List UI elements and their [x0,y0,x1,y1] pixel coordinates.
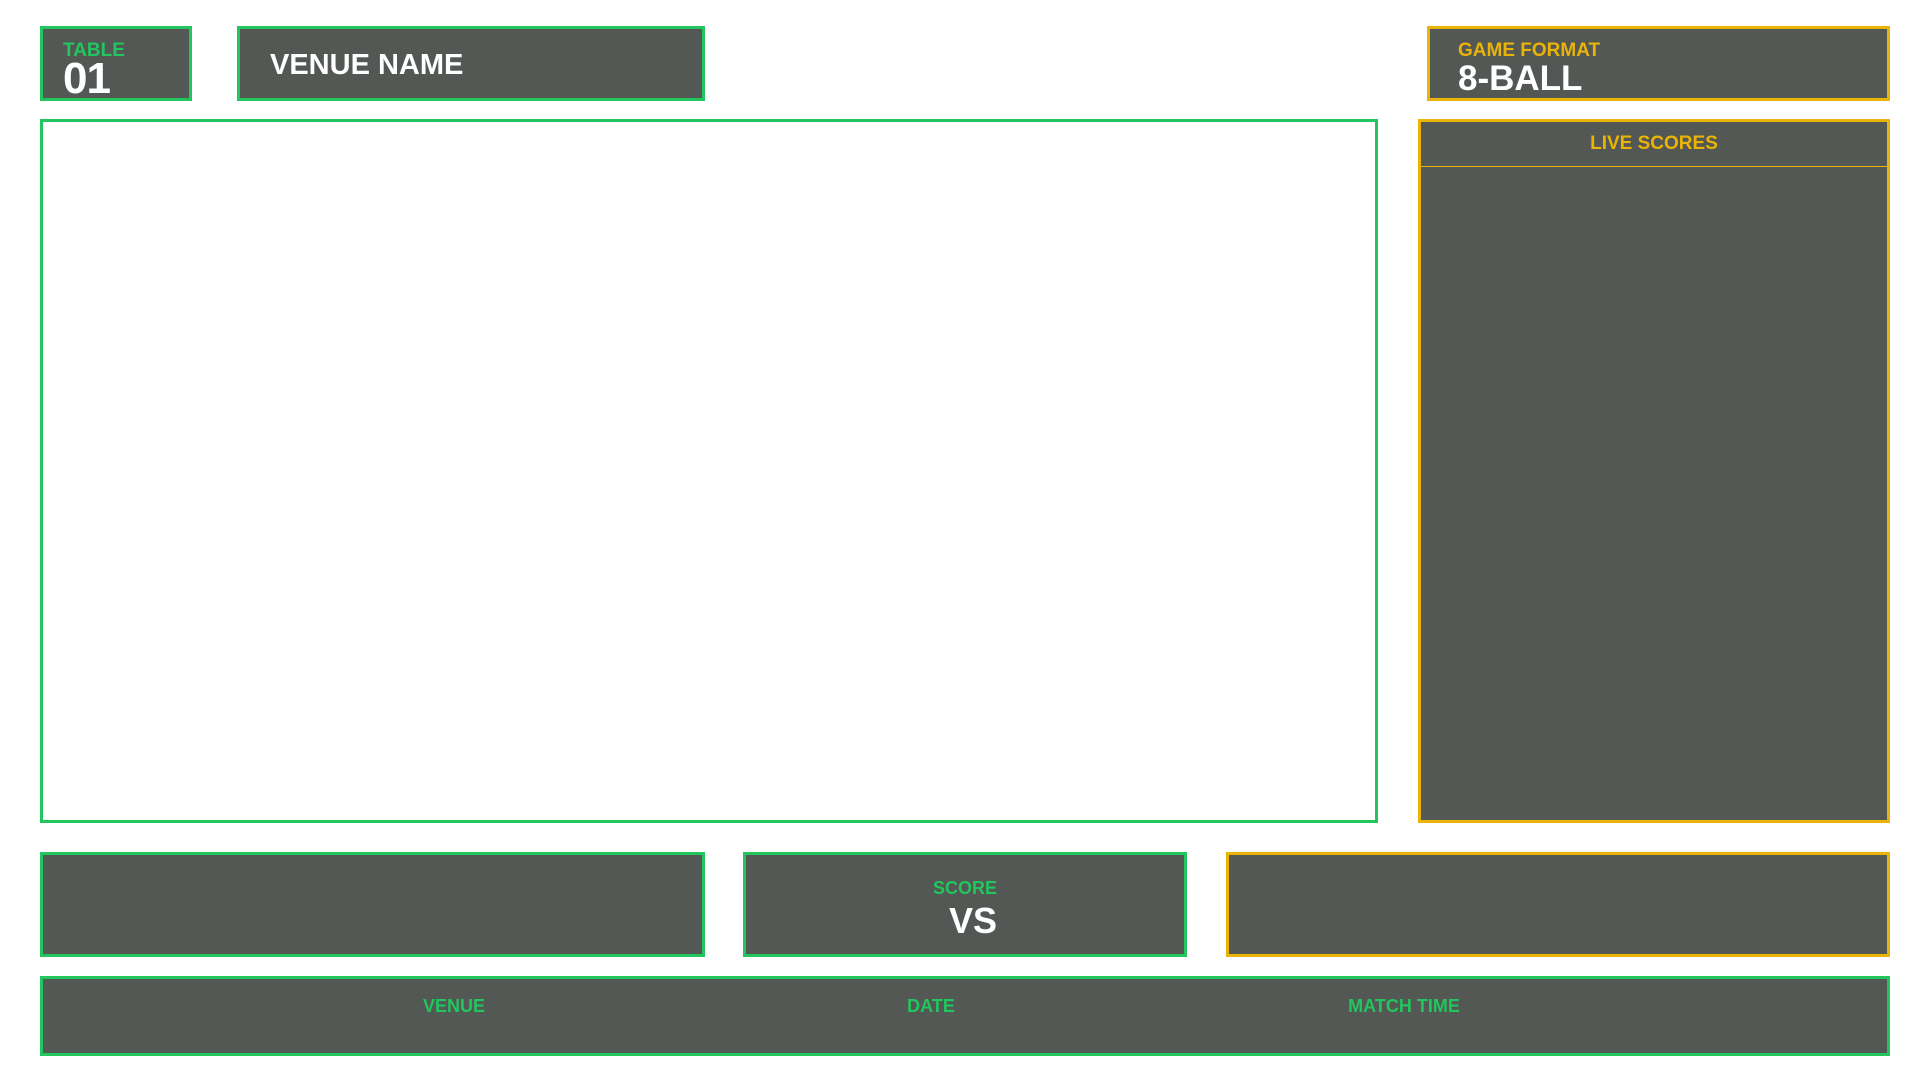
table-number-badge: TABLE 01 [40,26,192,101]
venue-name: VENUE NAME [270,49,464,81]
info-venue-label: VENUE [422,996,486,1016]
versus-text: VS [948,900,998,941]
live-scores-panel: LIVE SCORES [1418,119,1890,823]
table-number: 01 [63,54,111,103]
info-date-label: DATE [907,996,955,1016]
game-format-box: GAME FORMAT 8-BALL [1427,26,1890,101]
player-one-box [40,852,705,957]
player-two-box [1226,852,1890,957]
table-label: TABLE [63,40,125,61]
main-video-area [40,119,1378,823]
score-box: SCORE VS [743,852,1187,957]
game-format-value: 8-BALL [1458,59,1583,98]
game-format-label: GAME FORMAT [1458,40,1601,61]
live-scores-title: LIVE SCORES [1421,122,1887,167]
venue-name-header: VENUE NAME [237,26,705,101]
info-match-time-label: MATCH TIME [1348,996,1460,1016]
score-label: SCORE [932,878,997,898]
match-info-bar: VENUE DATE MATCH TIME [40,976,1890,1056]
